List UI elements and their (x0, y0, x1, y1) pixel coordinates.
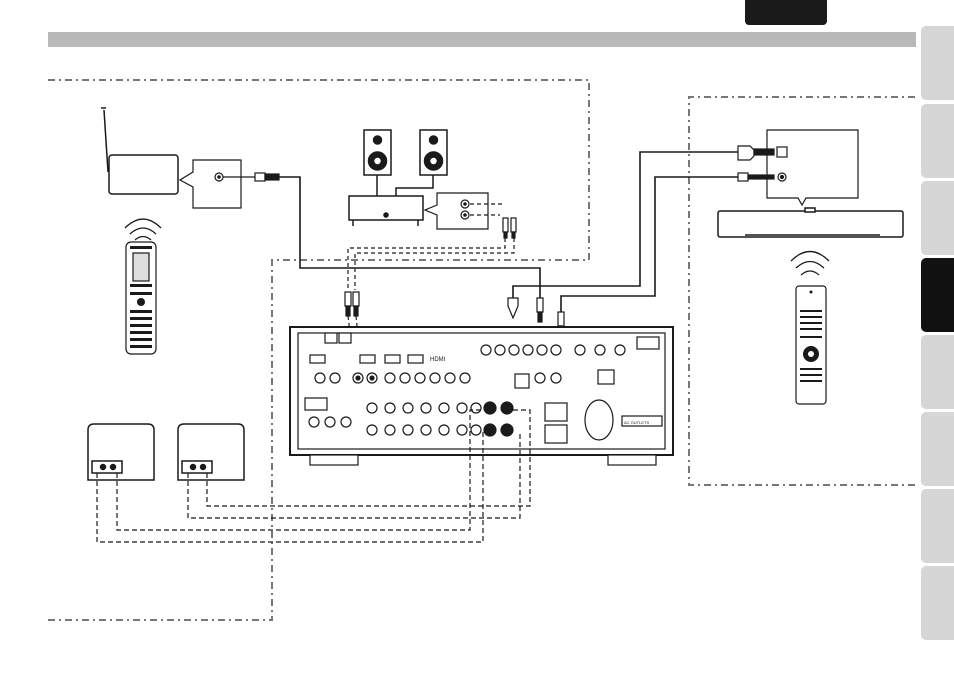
cable-coax (560, 176, 738, 312)
side-tab-5[interactable] (921, 335, 954, 409)
zone-2-border (688, 96, 915, 486)
cable-optical (512, 151, 738, 310)
cable-tuner (279, 176, 541, 298)
side-tab-4[interactable] (921, 258, 954, 332)
receiver-rating-label: AC OUTLETS (624, 420, 649, 425)
side-tab-8[interactable] (921, 566, 954, 640)
cable-paths (279, 151, 738, 312)
cable-paths-dashed (347, 238, 515, 290)
side-tab-6[interactable] (921, 412, 954, 486)
amp-jack-callout (423, 192, 489, 230)
side-tab-7[interactable] (921, 489, 954, 563)
soundbar-jack-callout (766, 129, 859, 207)
receiver-port-label: HDMI (430, 357, 446, 363)
language-tab[interactable] (745, 0, 827, 25)
tuner-jack-callout (178, 159, 242, 209)
amplifier-top (348, 175, 434, 226)
side-tab-3[interactable] (921, 181, 954, 255)
wireless-receiver-unit (101, 107, 179, 195)
av-receiver: HDMI AC OUTLETS (289, 326, 674, 466)
signal-waves-left (124, 218, 162, 241)
remote-control-left (125, 241, 157, 355)
side-tab-2[interactable] (921, 104, 954, 178)
speaker-cables (96, 409, 531, 543)
zone2-plugs (737, 145, 775, 182)
speaker-pair-top (363, 129, 448, 176)
zone-main-border (48, 79, 590, 621)
speaker-pair-bottom (87, 423, 245, 481)
zone-borders (48, 79, 915, 621)
signal-waves-right (790, 250, 830, 276)
side-tab-1[interactable] (921, 26, 954, 100)
sound-bar (717, 207, 904, 238)
remote-control-right (795, 285, 827, 405)
section-title-bar (48, 32, 916, 47)
